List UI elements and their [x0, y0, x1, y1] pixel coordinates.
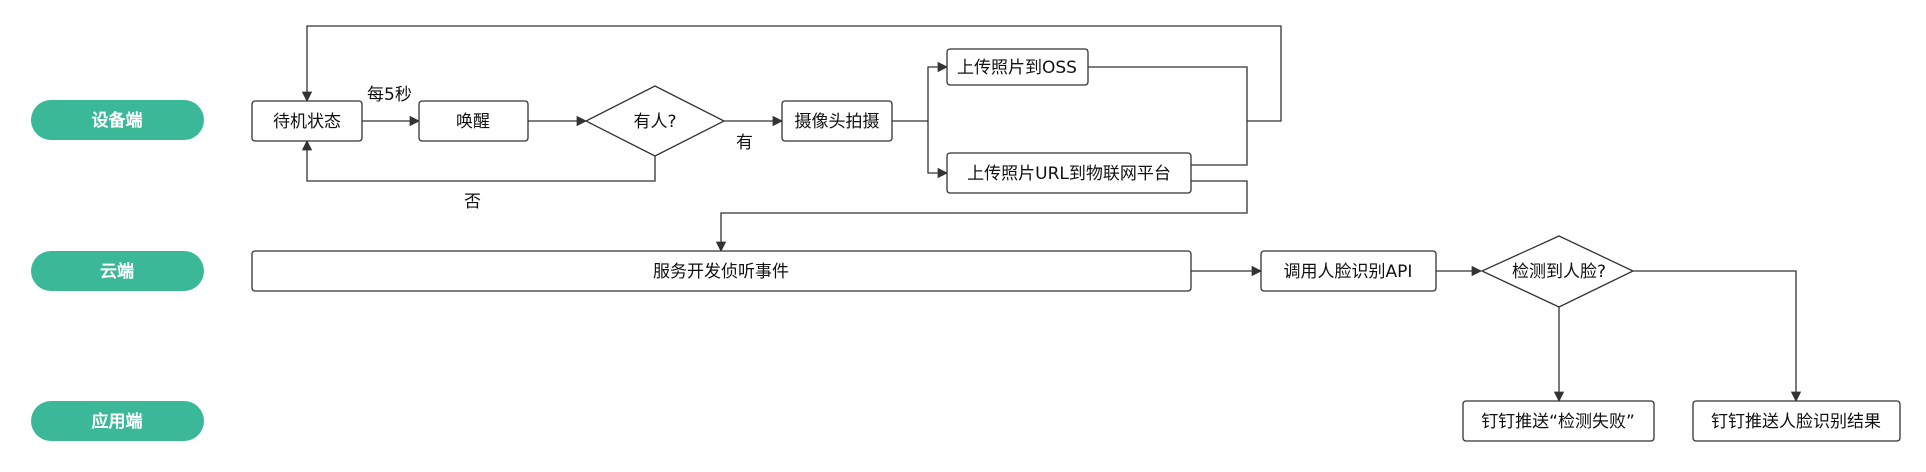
- node-face-api: 调用人脸识别API: [1260, 250, 1437, 292]
- node-push-fail: 钉钉推送“检测失败”: [1462, 400, 1655, 442]
- edge-url-to-cloud: [715, 180, 1248, 253]
- edge-to-url: [927, 121, 949, 179]
- edge-label-every-5s: 每5秒: [367, 85, 412, 105]
- lane-device-label: 设备端: [92, 110, 143, 131]
- node-upload-url-label: 上传照片URL到物联网平台: [967, 164, 1171, 184]
- edge-label-yes: 有: [736, 133, 753, 153]
- edge-oss-merge: [1088, 66, 1248, 166]
- node-standby: 待机状态: [251, 100, 363, 142]
- edge-check-result: [1633, 270, 1802, 403]
- edges: [301, 25, 1802, 403]
- node-push-fail-label: 钉钉推送“检测失败”: [1481, 412, 1635, 432]
- edge-to-oss: [927, 61, 949, 121]
- node-camera: 摄像头拍摄: [781, 100, 893, 142]
- lane-app: 应用端: [31, 401, 204, 441]
- node-wake: 唤醒: [418, 100, 529, 142]
- node-listen-label: 服务开发侦听事件: [653, 262, 789, 282]
- node-person-check: 有人?: [584, 85, 726, 157]
- node-face-api-label: 调用人脸识别API: [1284, 262, 1413, 282]
- lane-device: 设备端: [31, 100, 204, 140]
- lane-app-label: 应用端: [92, 411, 143, 432]
- node-upload-oss-label: 上传照片到OSS: [957, 58, 1077, 78]
- lane-cloud-label: 云端: [100, 261, 134, 282]
- edge-loop-back: [301, 25, 1282, 122]
- node-upload-url: 上传照片URL到物联网平台: [946, 152, 1192, 194]
- node-face-check: 检测到人脸?: [1480, 235, 1635, 308]
- node-person-check-label: 有人?: [633, 112, 676, 132]
- edge-check-no: [301, 139, 656, 182]
- node-camera-label: 摄像头拍摄: [795, 112, 880, 132]
- node-push-result: 钉钉推送人脸识别结果: [1692, 400, 1901, 442]
- lane-cloud: 云端: [31, 251, 204, 291]
- edge-label-no: 否: [464, 192, 481, 212]
- node-upload-oss: 上传照片到OSS: [946, 48, 1089, 86]
- node-push-result-label: 钉钉推送人脸识别结果: [1711, 412, 1881, 432]
- node-listen: 服务开发侦听事件: [251, 250, 1192, 292]
- node-face-check-label: 检测到人脸?: [1512, 262, 1606, 282]
- node-wake-label: 唤醒: [456, 112, 490, 132]
- node-standby-label: 待机状态: [273, 112, 341, 132]
